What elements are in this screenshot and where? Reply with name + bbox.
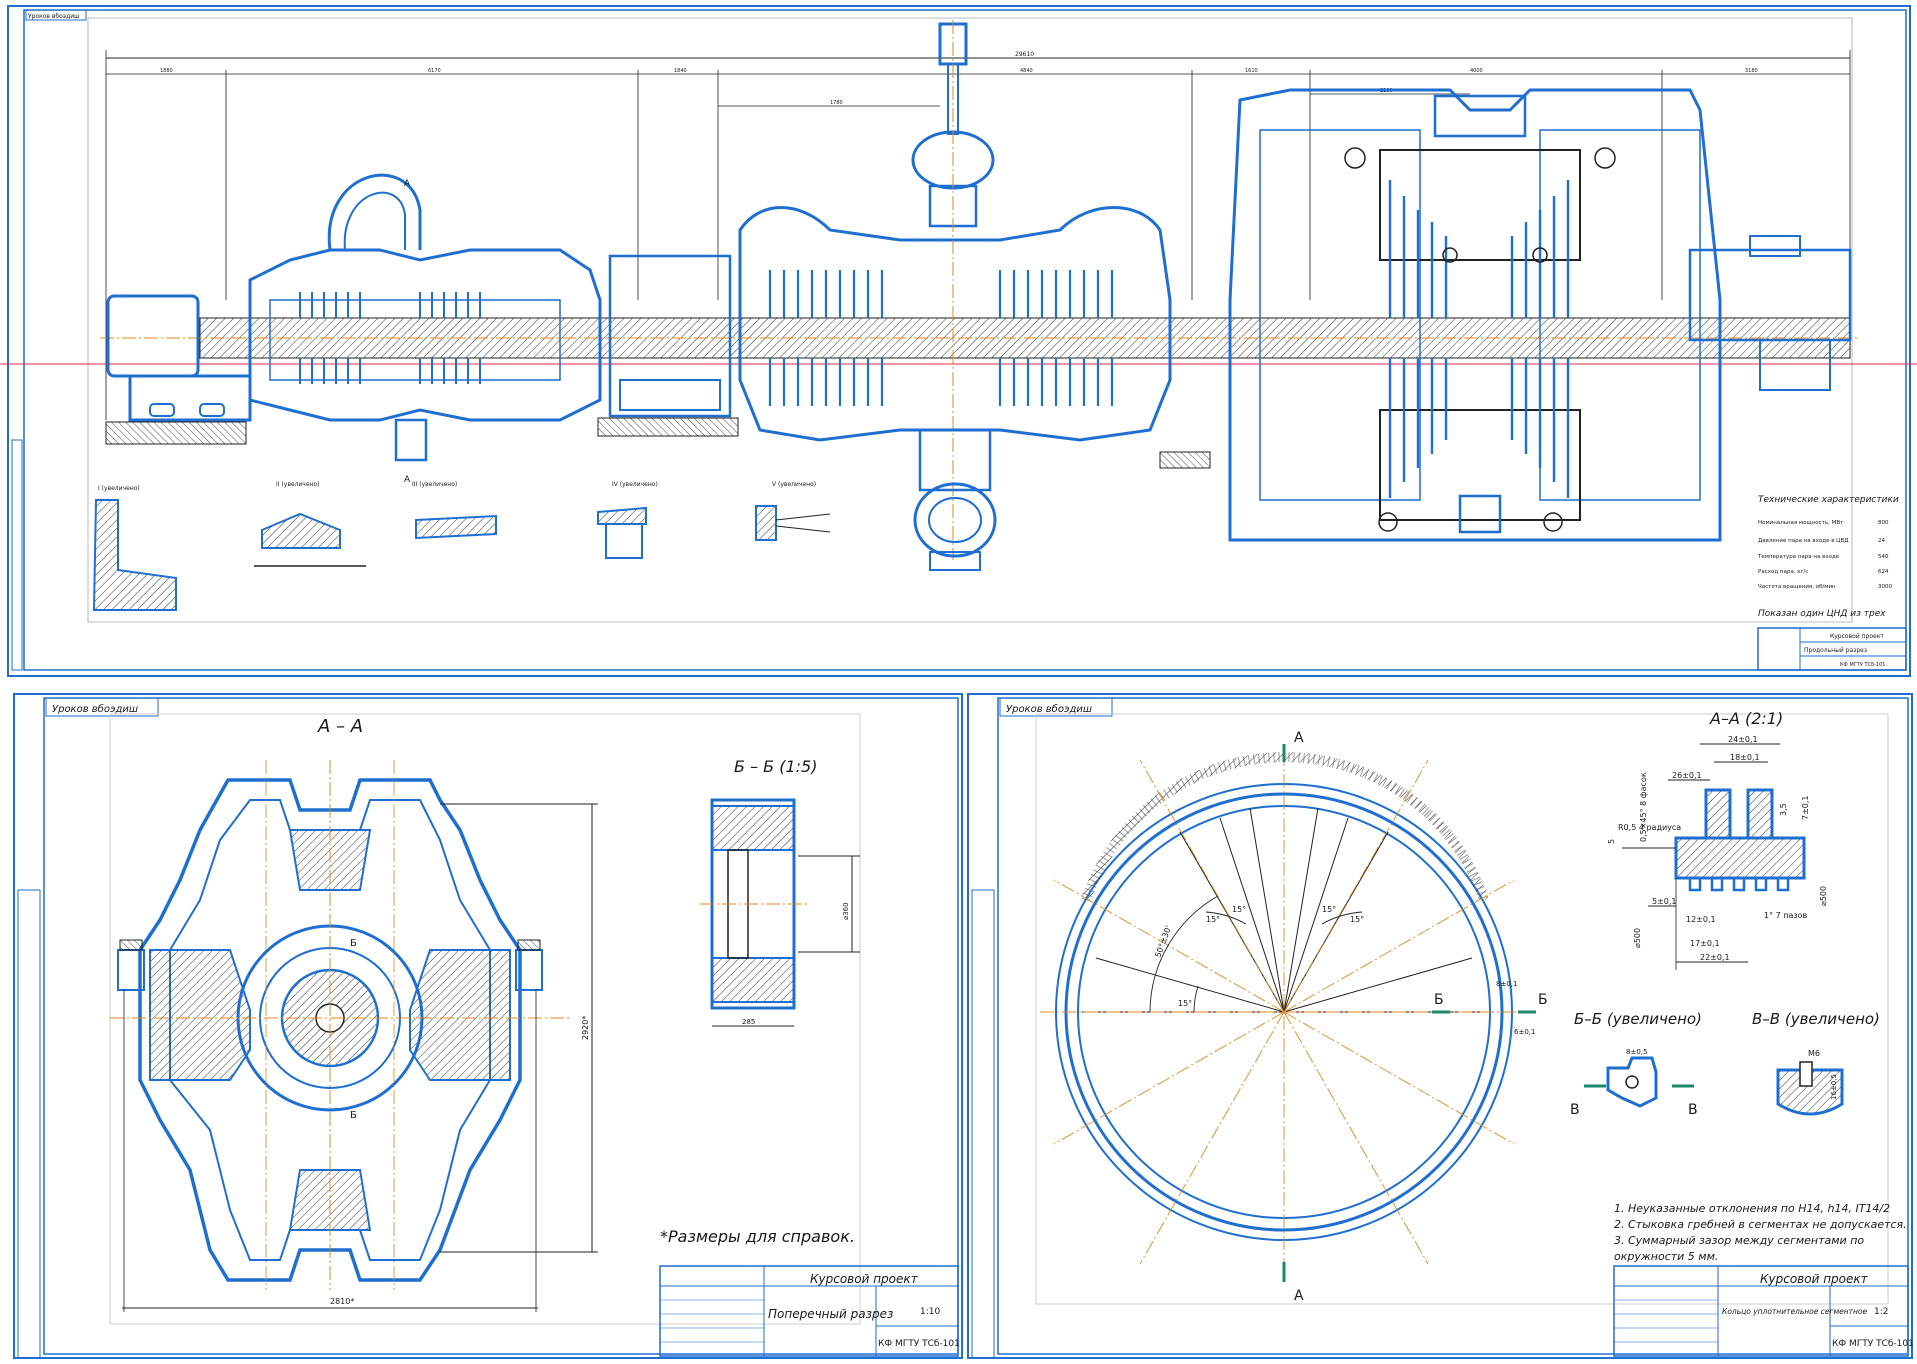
aa-dim-1: 18±0,1: [1730, 753, 1760, 762]
tech-value-2: 540: [1878, 554, 1889, 560]
aa-dim-14: 1° 7 пазов: [1764, 911, 1808, 920]
left-dim-bb-d: ⌀360: [842, 902, 850, 920]
tech-value-1: 24: [1878, 538, 1885, 544]
top-tb-1: Продольный разрез: [1804, 647, 1867, 654]
right-note-3: окружности 5 мм.: [1614, 1250, 1718, 1263]
top-tb-0: Курсовой проект: [1830, 633, 1884, 640]
right-stamp: Уроков вбоэдиш: [1006, 703, 1092, 715]
detail-2-label: II (увеличено): [276, 481, 319, 488]
right-marker-a-top: А: [1294, 730, 1304, 746]
right-marker-a-bot: А: [1294, 1288, 1304, 1304]
top-tb-2: КФ МГТУ ТСб-101: [1840, 662, 1885, 668]
aa-dim-3: 0,5×45° 8 фасок: [1639, 772, 1648, 842]
dim-1780: 1780: [830, 100, 843, 106]
detail-3-label: III (увеличено): [412, 481, 457, 488]
left-marker-b-top: Б: [350, 938, 357, 949]
left-bb-title: Б – Б (1:5): [734, 757, 817, 776]
tech-label-4: Частота вращения, об/мин: [1758, 584, 1836, 590]
aa-dim-13: ⌀500: [1819, 886, 1828, 906]
left-note: *Размеры для справок.: [660, 1227, 855, 1246]
detail-4-label: IV (увеличено): [612, 481, 658, 488]
aa-dim-0: 24±0,1: [1728, 735, 1758, 744]
right-sheet: Уроков вбоэдиш: [967, 693, 1914, 1359]
left-tb-scale: 1:10: [920, 1307, 940, 1317]
vv-dim-0: М6: [1808, 1049, 1820, 1058]
marker-a-top: А: [404, 179, 411, 189]
tech-value-0: 800: [1878, 520, 1889, 526]
dim-3: 4840: [1020, 68, 1033, 74]
left-sheet: Уроков вбоэдиш А – А Б Б 2920*: [13, 693, 963, 1359]
top-stamp: Уроков вбоэдиш: [28, 13, 80, 20]
left-marker-b-bot: Б: [350, 1110, 357, 1121]
angle-2: 15°: [1322, 905, 1336, 914]
left-dim-height: 2920*: [581, 1016, 590, 1040]
tech-title: Технические характеристики: [1758, 495, 1899, 505]
vv-dim-1: 16±0,5: [1830, 1074, 1838, 1100]
top-sheet: Уроков вбоэдиш 29610 1880 6170 1840 4840…: [0, 5, 1917, 677]
dim-0: 1880: [160, 68, 173, 74]
aa-dim-4: R0,5 4 радиуса: [1618, 823, 1681, 832]
aa-dim-12: ⌀500: [1633, 928, 1642, 948]
aa-dim-9: 12±0,1: [1686, 915, 1716, 924]
angle-0: 15°: [1206, 915, 1220, 924]
left-section-title: А – А: [317, 716, 363, 737]
tech-label-3: Расход пара, кг/с: [1758, 569, 1808, 575]
dim-2: 1840: [674, 68, 687, 74]
aa-dim-2: 26±0,1: [1672, 771, 1702, 780]
detail-1-label: I (увеличено): [98, 485, 140, 492]
dim-5: 4000: [1470, 68, 1483, 74]
bb-dim-0: 8±0,5: [1626, 1048, 1647, 1056]
right-tb-title: Курсовой проект: [1760, 1272, 1869, 1286]
right-note-1: 2. Стыковка гребней в сегментах не допус…: [1614, 1218, 1907, 1231]
aa-dim-10: 17±0,1: [1690, 939, 1720, 948]
bb-title: Б–Б (увеличено): [1574, 1010, 1702, 1028]
left-tb-name: Поперечный разрез: [768, 1307, 893, 1321]
ip-blades: [768, 270, 1114, 406]
angle-3: 15°: [1350, 915, 1364, 924]
tech-value-4: 3000: [1878, 584, 1892, 590]
right-marker-b-1: Б: [1434, 992, 1444, 1008]
left-tb-org: КФ МГТУ ТСб-101: [878, 1339, 960, 1349]
aa-dim-11: 22±0,1: [1700, 953, 1730, 962]
right-section-title: А–А (2:1): [1709, 709, 1783, 728]
right-tb-name: Кольцо уплотнительное сегментное: [1722, 1307, 1867, 1316]
right-tb-org: КФ МГТУ ТСб-101: [1832, 1339, 1914, 1349]
aa-dim-8: 5±0,1: [1652, 897, 1677, 906]
left-dim-bb-w: 285: [742, 1018, 755, 1026]
detail-5-label: V (увеличено): [772, 481, 816, 488]
hp-blades: [299, 292, 481, 384]
left-dim-width: 2810*: [330, 1297, 354, 1306]
dim-1: 6170: [428, 68, 441, 74]
vv-title: В–В (увеличено): [1752, 1010, 1880, 1028]
dim-ticks: [105, 50, 1851, 420]
tech-value-3: 624: [1878, 569, 1889, 575]
left-stamp: Уроков вбоэдиш: [52, 703, 138, 715]
angle-4: 15°: [1178, 999, 1192, 1008]
angle-1: 15°: [1232, 905, 1246, 914]
aa-dim-6: 7±0,1: [1801, 795, 1810, 820]
aa-dim-7: 5: [1607, 839, 1616, 844]
tech-label-0: Номинальная мощность, МВт: [1758, 520, 1844, 526]
right-note-2: 3. Суммарный зазор между сегментами по: [1614, 1234, 1864, 1247]
ring-dim-a: 8±0,1: [1496, 980, 1517, 988]
left-tb-title: Курсовой проект: [810, 1272, 919, 1286]
tech-note: Показан один ЦНД из трех: [1758, 609, 1886, 619]
tech-label-2: Температура пара на входе: [1757, 554, 1840, 560]
right-note-0: 1. Неуказанные отклонения по H14, h14, I…: [1614, 1202, 1890, 1215]
vv-marker-1: В: [1570, 1102, 1580, 1118]
right-tb-scale: 1:2: [1874, 1307, 1888, 1317]
vv-marker-2: В: [1688, 1102, 1698, 1118]
ring-dim-b: 6±0,1: [1514, 1028, 1535, 1036]
aa-dim-5: 3,5: [1779, 803, 1788, 816]
right-marker-b-2: Б: [1538, 992, 1548, 1008]
dim-4: 1610: [1245, 68, 1258, 74]
marker-a-bottom: А: [404, 475, 411, 485]
overall-dim: 29610: [1015, 51, 1034, 58]
lp-blades: [1388, 180, 1570, 498]
dim-6: 3180: [1745, 68, 1758, 74]
tech-label-1: Давление пара на входе в ЦВД: [1758, 538, 1849, 544]
